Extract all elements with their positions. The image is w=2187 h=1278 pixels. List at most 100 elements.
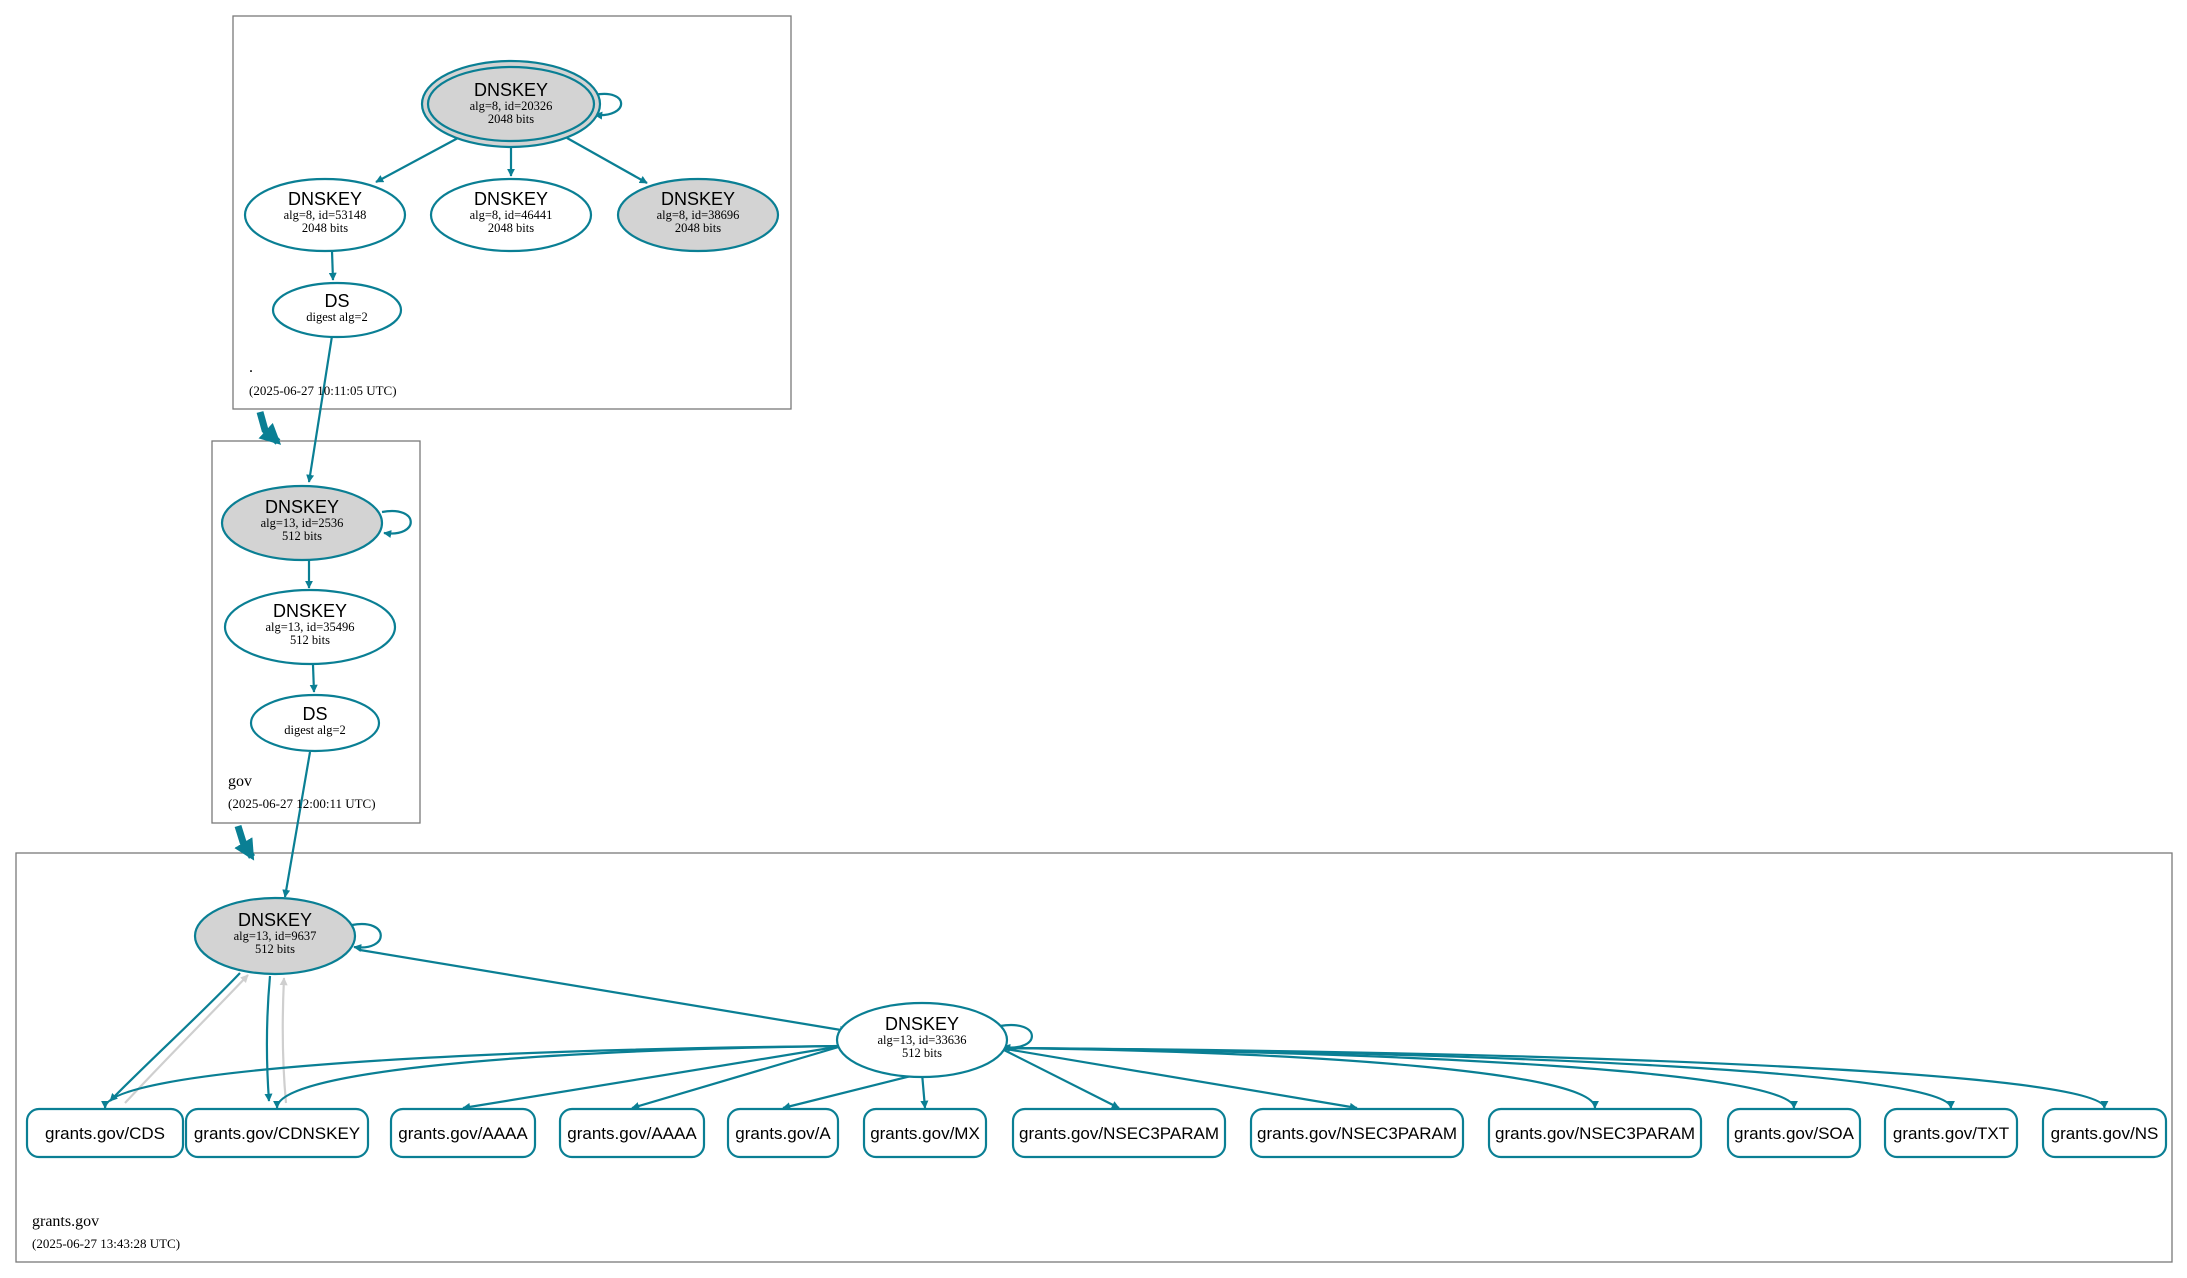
edge-cdnskey-to-ksk-grey [279, 977, 288, 1104]
zone-root [232, 15, 792, 410]
node-key-info: alg=13, id=35496 [265, 620, 354, 634]
record-node[interactable]: grants.gov/AAAA [389, 1107, 537, 1159]
record-node[interactable]: grants.gov/NSEC3PARAM [1011, 1107, 1227, 1159]
record-node[interactable]: grants.gov/CDNSKEY [184, 1107, 370, 1159]
node-gov-ksk-2536[interactable]: DNSKEY alg=13, id=2536 512 bits [220, 484, 384, 562]
node-key-size: 512 bits [282, 529, 322, 543]
node-key-size: 2048 bits [302, 221, 348, 235]
record-box [1883, 1107, 2019, 1159]
record-node[interactable]: grants.gov/NSEC3PARAM [1249, 1107, 1465, 1159]
zone-label-root: . [249, 359, 253, 376]
node-type-label: DNSKEY [661, 189, 735, 209]
record-label: grants.gov/CDNSKEY [194, 1124, 360, 1143]
zone-timestamp-root: (2025-06-27 10:11:05 UTC) [249, 383, 397, 398]
node-key-size: 2048 bits [488, 221, 534, 235]
node-grants-ksk-9637[interactable]: DNSKEY alg=13, id=9637 512 bits [193, 896, 357, 976]
record-box [1011, 1107, 1227, 1159]
edge-cds-to-ksk-grey [124, 974, 249, 1104]
node-type-label: DS [324, 291, 349, 311]
node-key-size: 2048 bits [488, 112, 534, 126]
node-root-ds[interactable]: DS digest alg=2 [271, 281, 403, 339]
record-box [184, 1107, 370, 1159]
record-node[interactable]: grants.gov/TXT [1883, 1107, 2019, 1159]
node-grants-dnskey-33636[interactable]: DNSKEY alg=13, id=33636 512 bits [835, 1001, 1009, 1079]
edge-root-ksk-to-38696 [566, 137, 648, 184]
record-node[interactable]: grants.gov/SOA [1726, 1107, 1862, 1159]
record-nodes: grants.gov/CDS grants.gov/CDNSKEY grants.g… [25, 1107, 2168, 1159]
record-box [558, 1107, 706, 1159]
zone-timestamp-gov: (2025-06-27 12:00:11 UTC) [228, 796, 376, 811]
node-gov-dnskey-35496[interactable]: DNSKEY alg=13, id=35496 512 bits [223, 588, 397, 666]
record-label: grants.gov/NSEC3PARAM [1495, 1124, 1695, 1143]
edge-ksk-to-cdnskey [264, 975, 273, 1102]
edge-zsk-to-record [782, 1074, 912, 1111]
record-box [389, 1107, 537, 1159]
record-label: grants.gov/SOA [1734, 1124, 1855, 1143]
edge-zsk-to-record [999, 1046, 2109, 1109]
record-box [862, 1107, 988, 1159]
edge-ksk-to-cds [109, 972, 241, 1102]
edge-grants-ksk-self [351, 922, 382, 952]
delegation-arrow-gov-to-grants [234, 824, 256, 861]
edge-zsk-to-record [920, 1075, 929, 1109]
record-node[interactable]: grants.gov/NS [2041, 1107, 2168, 1159]
node-key-info: alg=8, id=20326 [470, 99, 553, 113]
node-type-label: DNSKEY [273, 601, 347, 621]
node-type-label: DNSKEY [474, 189, 548, 209]
edge-zsk-to-record [999, 1046, 1798, 1109]
edge-gov-ds-to-grants-ksk [282, 751, 312, 898]
record-node[interactable]: grants.gov/NSEC3PARAM [1487, 1107, 1703, 1159]
node-digest-info: digest alg=2 [306, 310, 368, 324]
node-key-size: 512 bits [902, 1046, 942, 1060]
node-key-info: alg=13, id=33636 [877, 1033, 966, 1047]
edge-grants-ksk-to-zsk [359, 948, 848, 1034]
edge-gov-ksk-self [381, 509, 412, 538]
edge-zsk-to-record [101, 1044, 843, 1109]
node-key-size: 2048 bits [675, 221, 721, 235]
node-gov-ds[interactable]: DS digest alg=2 [249, 693, 381, 753]
record-box [1726, 1107, 1862, 1159]
node-type-label: DS [302, 704, 327, 724]
node-root-dnskey-53148[interactable]: DNSKEY alg=8, id=53148 2048 bits [243, 177, 407, 253]
record-node[interactable]: grants.gov/A [726, 1107, 840, 1159]
node-type-label: DNSKEY [474, 80, 548, 100]
record-label: grants.gov/AAAA [398, 1124, 528, 1143]
node-root-dnskey-46441[interactable]: DNSKEY alg=8, id=46441 2048 bits [429, 177, 593, 253]
node-type-label: DNSKEY [238, 910, 312, 930]
node-digest-info: digest alg=2 [284, 723, 346, 737]
node-key-info: alg=8, id=46441 [470, 208, 553, 222]
record-box [25, 1107, 185, 1159]
edge-root-ds-to-gov-ksk [306, 335, 334, 483]
edge-root-ksk-self [593, 92, 623, 120]
edge-zsk-to-record [999, 1047, 1120, 1109]
record-label: grants.gov/CDS [45, 1124, 165, 1143]
node-root-ksk-20326[interactable]: DNSKEY alg=8, id=20326 2048 bits [420, 59, 602, 149]
edge-gov-zsk-to-ds [309, 664, 318, 693]
record-node[interactable]: grants.gov/MX [862, 1107, 988, 1159]
record-box [1487, 1107, 1703, 1159]
node-type-label: DNSKEY [885, 1014, 959, 1034]
record-box [726, 1107, 840, 1159]
node-type-label: DNSKEY [288, 189, 362, 209]
node-type-label: DNSKEY [265, 497, 339, 517]
delegation-arrow-root-to-gov [256, 411, 282, 445]
edge-zsk-to-record [999, 1046, 1955, 1109]
record-node[interactable]: grants.gov/CDS [25, 1107, 185, 1159]
record-label: grants.gov/A [735, 1124, 831, 1143]
record-box [1249, 1107, 1465, 1159]
zone-label-gov: gov [228, 773, 252, 790]
node-root-dnskey-38696[interactable]: DNSKEY alg=8, id=38696 2048 bits [616, 177, 780, 253]
edge-zsk-to-record [273, 1044, 843, 1109]
record-label: grants.gov/MX [870, 1124, 980, 1143]
node-key-size: 512 bits [255, 942, 295, 956]
zone-timestamp-grants-gov: (2025-06-27 13:43:28 UTC) [32, 1236, 180, 1251]
zone-grants-gov [15, 852, 2173, 1263]
node-key-info: alg=13, id=2536 [261, 516, 344, 530]
record-node[interactable]: grants.gov/AAAA [558, 1107, 706, 1159]
node-key-info: alg=8, id=53148 [284, 208, 367, 222]
zsk-record-edges [101, 1044, 2109, 1111]
record-label: grants.gov/AAAA [567, 1124, 697, 1143]
edge-zsk-to-record [462, 1044, 843, 1111]
node-key-info: alg=13, id=9637 [234, 929, 317, 943]
